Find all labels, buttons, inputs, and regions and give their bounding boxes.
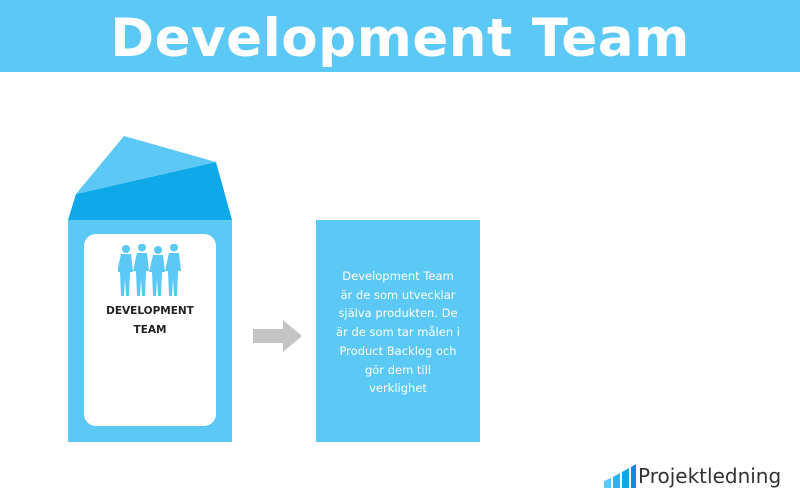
people-group-icon	[118, 244, 181, 296]
card-flap-back	[68, 162, 232, 220]
card-flap-front	[76, 136, 216, 194]
card-inner-panel: DEVELOPMENT TEAM	[84, 234, 216, 426]
description-line: Development Team	[342, 269, 454, 283]
header-banner	[0, 0, 800, 72]
card-label: DEVELOPMENT TEAM	[84, 302, 216, 340]
description-line: själva produkten. De	[338, 306, 458, 321]
right-arrow-icon	[253, 320, 302, 352]
description-box: Development Team är de som utvecklar sjä…	[316, 220, 480, 442]
description-line: gör dem till	[364, 362, 432, 377]
description-line: verklighet	[369, 381, 427, 396]
page-title: Development Team	[110, 8, 690, 69]
description-text: Development Team är de som utvecklar sjä…	[326, 267, 470, 398]
description-line: är de som tar målen i	[336, 325, 460, 340]
description-line: är de som utvecklar	[340, 287, 456, 302]
brand-logo-text: Projektledning	[638, 464, 782, 488]
card-label-line-1: DEVELOPMENT	[106, 305, 194, 317]
card-label-line-2: TEAM	[133, 324, 167, 336]
bar-chart-logo-icon	[604, 464, 636, 488]
brand-logo: Projektledning	[604, 462, 794, 490]
description-line: Product Backlog och	[339, 343, 457, 358]
